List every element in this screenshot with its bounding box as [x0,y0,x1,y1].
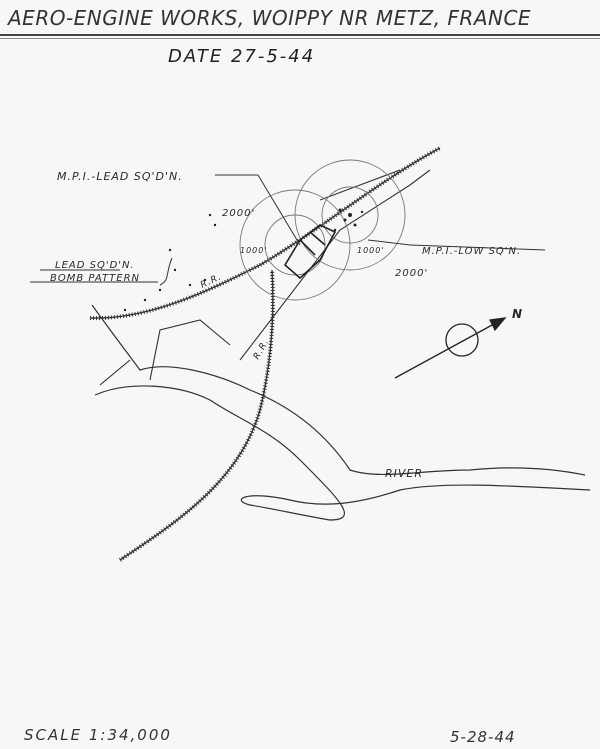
target-circles [239,159,406,301]
lead-bomb-pattern-label-2: BOMB PATTERN [50,273,140,284]
title-underline-thin [0,38,600,39]
leader-lines [30,174,546,286]
map-title: AERO-ENGINE WORKS, WOIPPY NR METZ, FRANC… [8,6,532,30]
railroad [89,146,441,562]
river [91,304,591,521]
lead-bomb-pattern-label-1: LEAD SQ'D'N. [55,260,135,271]
mission-date: DATE 27-5-44 [168,46,316,67]
north-arrow-icon [394,317,507,379]
radius-1000-label: 1000' [240,246,268,255]
title-underline [0,34,600,36]
roads [99,169,431,386]
mpi-lead-label: M.P.I.-LEAD SQ'D'N. [57,170,183,183]
north-label: N [512,307,523,321]
bomb-hits [123,208,364,312]
mpi-low-label: M.P.I.-LOW SQ'N. [422,246,521,257]
stamp-date: 5-28-44 [450,728,516,746]
factory-buildings [283,224,337,280]
radius-2000-label: 2000' [395,268,428,279]
map-scale: SCALE 1:34,000 [24,726,172,744]
radius-2000-label: 2000' [222,208,255,219]
radius-1000-label: 1000' [357,246,385,255]
river-label: RIVER [385,467,423,480]
